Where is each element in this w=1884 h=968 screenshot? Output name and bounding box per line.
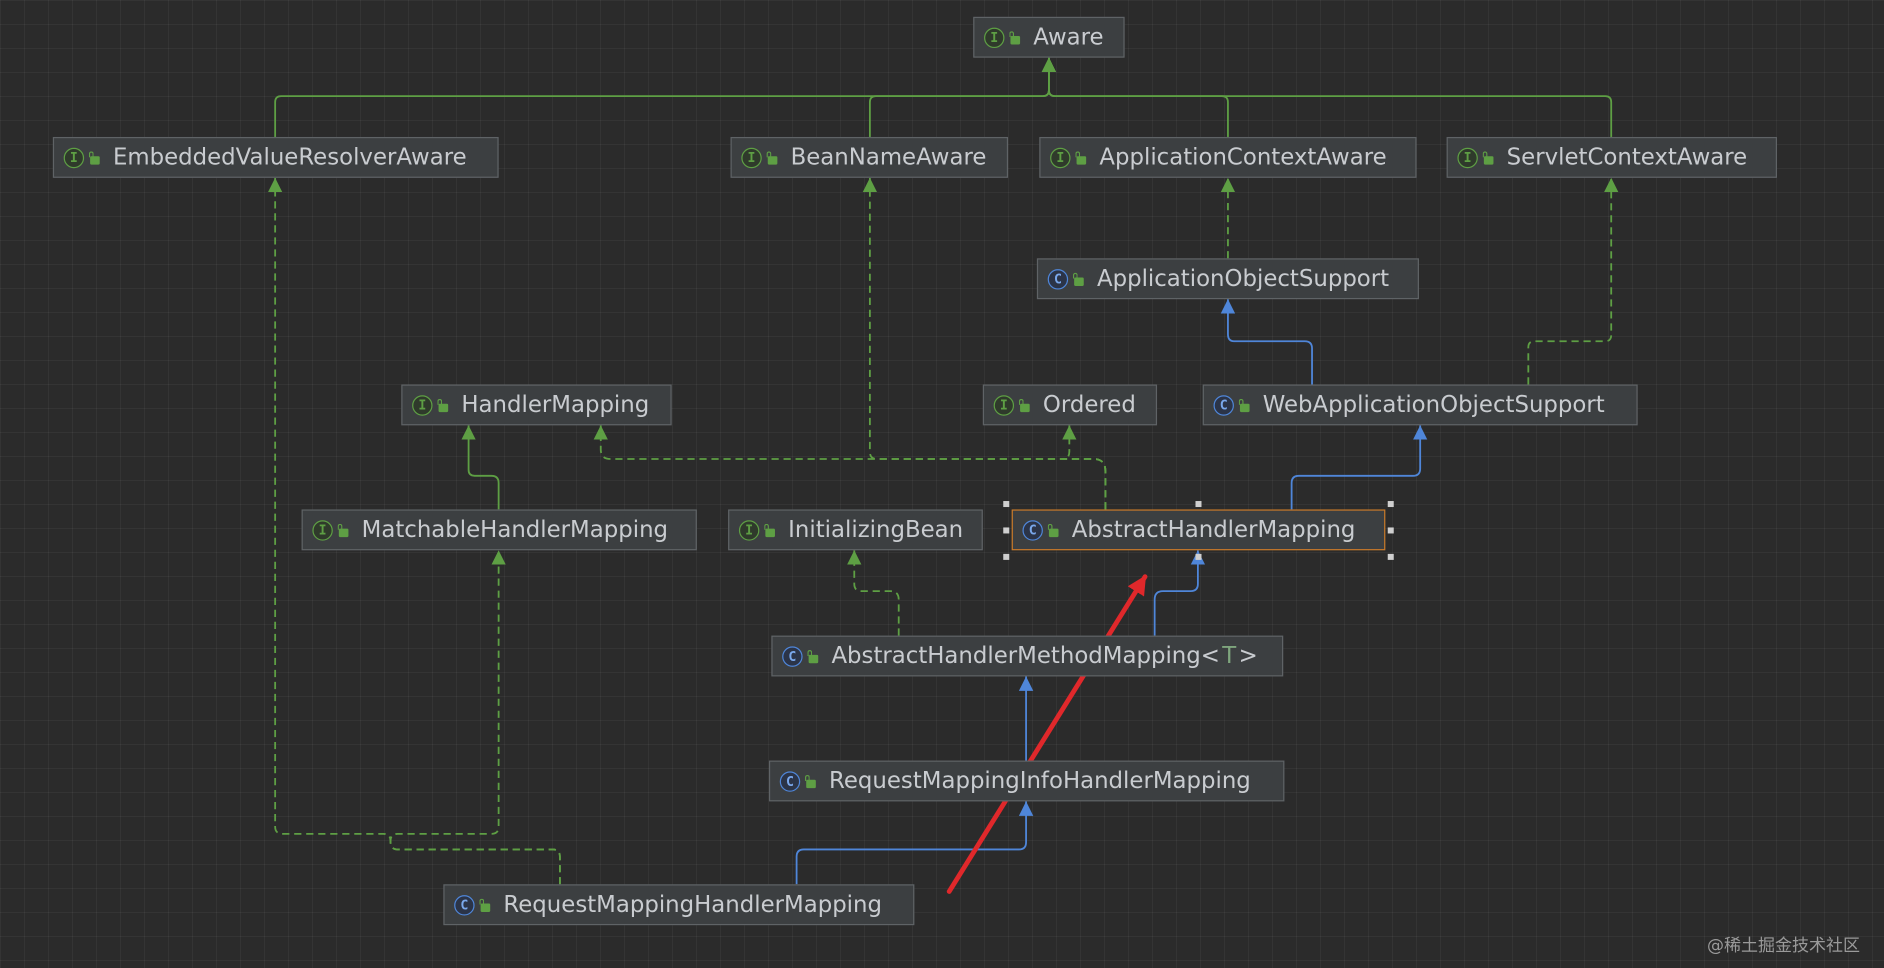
class-node-initializing-bean[interactable]: I InitializingBean: [728, 509, 983, 551]
class-icon: C: [1047, 268, 1069, 289]
class-name: BeanNameAware: [790, 144, 987, 171]
edge-servletctx-aware: [1041, 57, 1613, 137]
public-visibility-icon: [764, 523, 775, 537]
class-icon: C: [779, 770, 801, 792]
public-visibility-icon: [1018, 398, 1030, 412]
class-name: AbstractHandlerMapping: [1071, 516, 1356, 544]
class-node-application-context-aware[interactable]: I ApplicationContextAware: [1039, 136, 1417, 178]
class-name: Aware: [1033, 24, 1104, 51]
edge-ahmm-ahm: [1153, 550, 1206, 636]
public-visibility-icon: [337, 523, 349, 537]
selection-handle[interactable]: [1003, 553, 1010, 560]
edge-matchable-handlermapping: [461, 425, 500, 510]
public-visibility-icon: [437, 398, 449, 412]
class-node-abstract-handler-method-mapping[interactable]: C AbstractHandlerMethodMapping<T>: [771, 635, 1284, 677]
public-visibility-icon: [1072, 272, 1084, 286]
watermark: @稀土掘金技术社区: [1707, 936, 1860, 956]
class-node-servlet-context-aware[interactable]: I ServletContextAware: [1446, 136, 1778, 178]
class-name: EmbeddedValueResolverAware: [112, 144, 467, 171]
interface-icon: I: [1050, 147, 1071, 168]
selection-handle[interactable]: [1387, 501, 1394, 508]
edge-ahm-webappobj: [1290, 425, 1428, 510]
public-visibility-icon: [1482, 150, 1494, 165]
edge-webappobj-appobj: [1220, 299, 1313, 385]
edge-rmhm-rmihm: [795, 801, 1034, 885]
class-name: ServletContextAware: [1506, 144, 1748, 171]
selection-handle[interactable]: [1003, 501, 1010, 508]
class-name: ApplicationObjectSupport: [1096, 265, 1390, 292]
class-name: RequestMappingInfoHandlerMapping: [829, 767, 1251, 795]
edge-beanname-aware: [868, 57, 1057, 137]
class-node-bean-name-aware[interactable]: I BeanNameAware: [730, 136, 1009, 178]
class-name: AbstractHandlerMethodMapping<T>: [831, 643, 1257, 669]
type-param-open: <: [1200, 642, 1220, 670]
class-node-application-object-support[interactable]: C ApplicationObjectSupport: [1036, 258, 1419, 300]
class-node-abstract-handler-mapping[interactable]: C AbstractHandlerMapping: [1011, 509, 1386, 551]
class-node-ordered[interactable]: I Ordered: [982, 384, 1158, 426]
class-node-handler-mapping[interactable]: I HandlerMapping: [401, 384, 672, 426]
class-icon: C: [454, 894, 475, 915]
interface-icon: I: [1457, 147, 1478, 168]
selection-handle[interactable]: [1387, 527, 1394, 534]
public-visibility-icon: [1009, 30, 1021, 44]
class-name: WebApplicationObjectSupport: [1262, 391, 1605, 419]
interface-icon: I: [993, 394, 1015, 416]
selection-handle[interactable]: [1195, 501, 1202, 508]
public-visibility-icon: [479, 898, 491, 912]
class-icon: C: [782, 645, 803, 667]
class-icon: C: [1213, 394, 1234, 416]
highlight-arrow: [946, 574, 1148, 894]
edge-appctx-aware: [1041, 57, 1229, 137]
class-name: MatchableHandlerMapping: [361, 516, 669, 544]
selection-handle[interactable]: [1387, 553, 1394, 560]
edge-rmhm-embedded: [267, 177, 561, 885]
class-name: RequestMappingHandlerMapping: [503, 891, 882, 918]
type-param-close: >: [1238, 642, 1258, 670]
selection-handle[interactable]: [1195, 553, 1202, 560]
class-node-embedded-value-resolver-aware[interactable]: I EmbeddedValueResolverAware: [52, 136, 499, 178]
class-icon: C: [1022, 519, 1043, 541]
class-node-matchable-handler-mapping[interactable]: I MatchableHandlerMapping: [301, 509, 697, 551]
edge-rmhm-matchable: [389, 550, 561, 885]
public-visibility-icon: [1075, 150, 1087, 165]
edge-embedded-aware: [274, 57, 1057, 137]
class-name-text: AbstractHandlerMethodMapping: [831, 642, 1201, 670]
class-node-aware[interactable]: I Aware: [973, 16, 1125, 58]
class-name: ApplicationContextAware: [1099, 144, 1387, 171]
edge-ahm-beanname: [862, 177, 1107, 510]
edge-webappobj-servletctx: [1527, 177, 1619, 385]
interface-icon: I: [412, 394, 433, 416]
selection-handle[interactable]: [1003, 527, 1010, 534]
edge-ahmm-initbean: [847, 550, 900, 636]
interface-icon: I: [741, 147, 762, 168]
interface-icon: I: [738, 519, 760, 541]
interface-icon: I: [984, 27, 1005, 48]
public-visibility-icon: [88, 150, 100, 165]
public-visibility-icon: [805, 774, 816, 788]
class-name: InitializingBean: [788, 516, 964, 544]
public-visibility-icon: [807, 649, 819, 663]
class-node-request-mapping-info-handler-mapping[interactable]: C RequestMappingInfoHandlerMapping: [768, 760, 1285, 802]
interface-icon: I: [63, 147, 85, 168]
public-visibility-icon: [1047, 523, 1059, 537]
type-param: T: [1222, 642, 1237, 670]
interface-icon: I: [312, 519, 333, 541]
class-node-request-mapping-handler-mapping[interactable]: C RequestMappingHandlerMapping: [443, 884, 915, 926]
class-name: Ordered: [1042, 391, 1136, 419]
edge-ahm-handlermapping: [593, 425, 1107, 510]
public-visibility-icon: [766, 150, 778, 165]
class-name: HandlerMapping: [461, 391, 650, 419]
class-node-web-application-object-support[interactable]: C WebApplicationObjectSupport: [1202, 384, 1638, 426]
edge-ahm-ordered: [1062, 425, 1107, 510]
public-visibility-icon: [1238, 398, 1250, 412]
